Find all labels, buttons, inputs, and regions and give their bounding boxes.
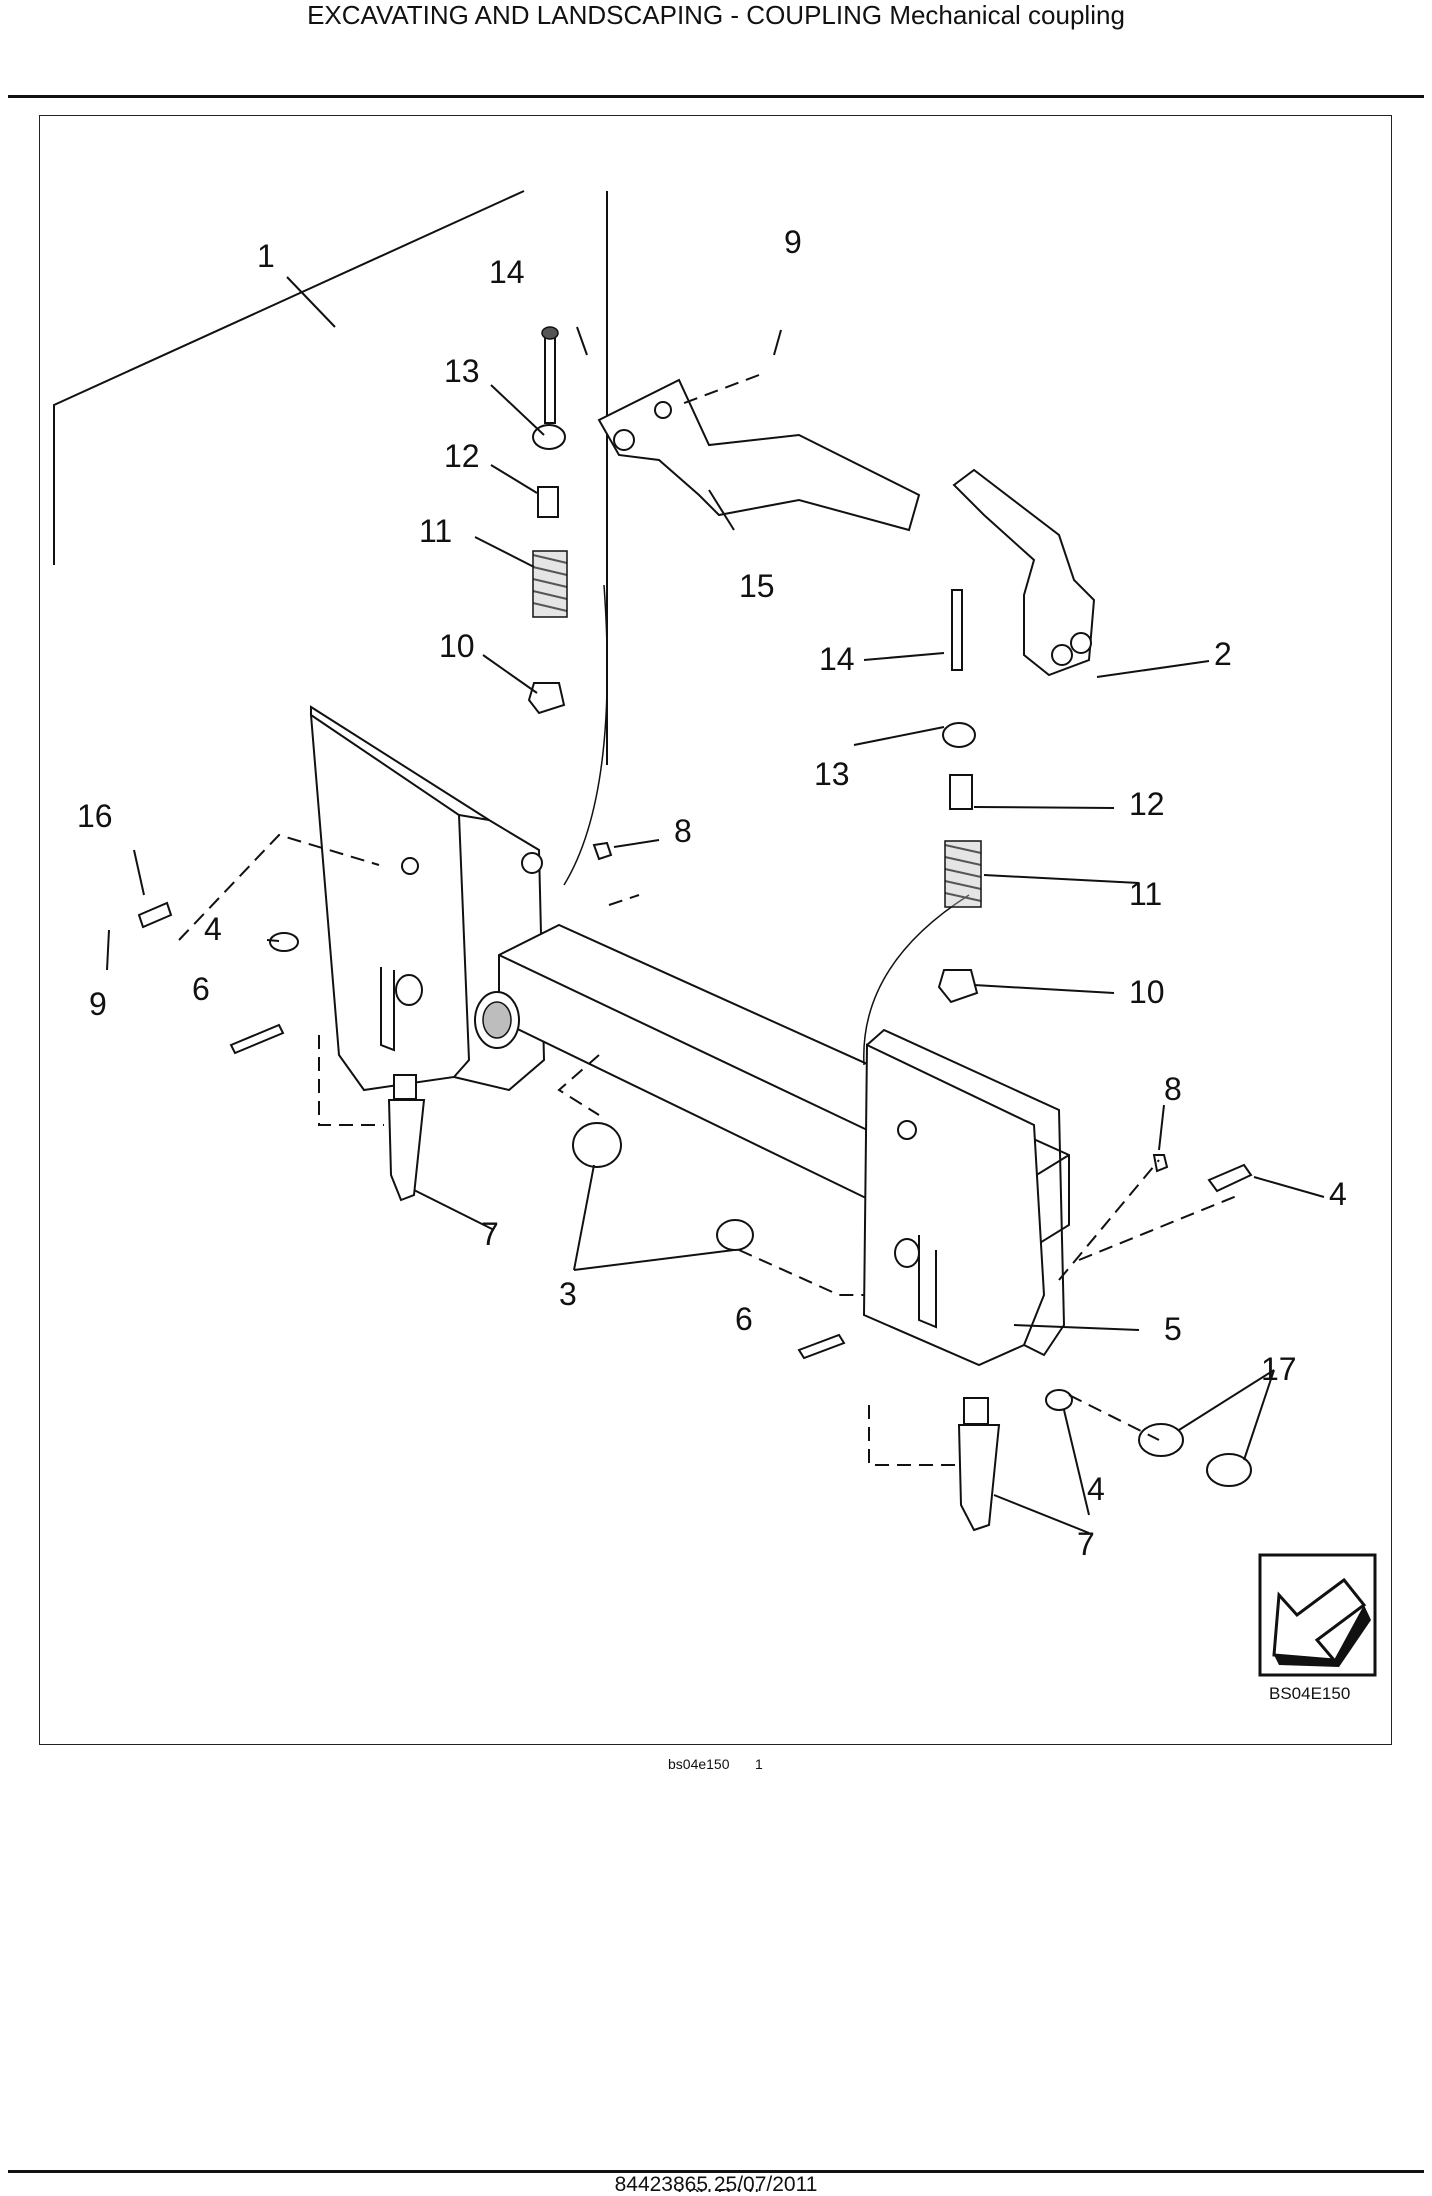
callout-6: 6	[192, 971, 210, 1007]
nut-8-right	[1152, 1154, 1169, 1173]
callout-15: 15	[739, 568, 775, 604]
callout-16: 16	[77, 798, 113, 834]
callout-14: 14	[489, 254, 525, 290]
callout-10: 10	[1129, 974, 1165, 1010]
callout-9: 9	[784, 224, 802, 260]
callout-7: 7	[481, 1216, 499, 1252]
callout-13: 13	[444, 353, 480, 389]
bushing-17-b	[1206, 1453, 1252, 1487]
lever-part-2	[952, 468, 1096, 677]
bushing-13-right	[942, 722, 976, 748]
fitting-4-right	[1207, 1163, 1253, 1193]
callout-8: 8	[674, 813, 692, 849]
latch-7-right	[957, 1424, 1001, 1532]
page-ref: J.80.B / 4	[0, 2189, 1432, 2192]
caption-code: bs04e150	[668, 1756, 730, 1772]
callout-17: 17	[1261, 1351, 1297, 1387]
callout-5: 5	[1164, 1311, 1182, 1347]
latch-7-left	[387, 1099, 426, 1202]
callout-11: 11	[419, 513, 452, 549]
callout-12: 12	[444, 438, 480, 474]
footer-rule	[8, 2170, 1424, 2173]
callout-7: 7	[1077, 1526, 1095, 1562]
callout-14: 14	[819, 641, 855, 677]
sleeve-12-right	[949, 774, 973, 810]
sleeve-12-left	[537, 486, 559, 518]
figure-frame	[39, 115, 1392, 1745]
latch-7-left-head	[393, 1074, 417, 1100]
callout-8: 8	[1164, 1071, 1182, 1107]
pin-14-right	[951, 589, 963, 671]
pin-14-left	[544, 332, 556, 424]
plug-3-b	[716, 1219, 754, 1251]
doc-line: 84423865 25/07/2011	[614, 2173, 818, 2196]
nut-10-left	[527, 682, 566, 715]
callout-4: 4	[1087, 1471, 1105, 1507]
pin-16	[137, 901, 173, 929]
callout-11: 11	[1129, 876, 1162, 912]
figure-code: BS04E150	[1269, 1684, 1350, 1703]
direction-arrow-icon	[1258, 1553, 1377, 1677]
header-rule	[8, 95, 1424, 98]
frame-outline	[53, 190, 525, 445]
exploded-parts-drawing: 1 14 9 13 12 11 15 10 2 14 13 12 16 8 11…	[53, 190, 1377, 1703]
callout-10: 10	[439, 628, 475, 664]
nut-10-right	[937, 969, 979, 1004]
left-side-plate	[309, 713, 471, 1092]
spring-11-left	[532, 550, 568, 618]
callout-4: 4	[204, 911, 222, 947]
page-title: EXCAVATING AND LANDSCAPING - COUPLING Me…	[307, 0, 1125, 30]
callout-3: 3	[559, 1276, 577, 1312]
callout-4: 4	[1329, 1176, 1347, 1212]
caption-number: 1	[755, 1756, 763, 1772]
lever-part-15	[597, 378, 921, 532]
callout-2: 2	[1214, 636, 1232, 672]
bushing-17-a	[1138, 1423, 1184, 1457]
callout-1: 1	[257, 238, 275, 274]
spring-11-right	[944, 840, 982, 908]
callout-6: 6	[735, 1301, 753, 1337]
plug-3-a	[572, 1122, 622, 1168]
fitting-4-left	[269, 932, 299, 952]
nut-8-left	[592, 841, 613, 861]
right-side-plate	[862, 1043, 1046, 1367]
fitting-4-right-low	[1045, 1389, 1073, 1411]
callout-12: 12	[1129, 786, 1165, 822]
pin-6-right	[797, 1333, 846, 1360]
pin-6-left	[229, 1023, 285, 1055]
callout-13: 13	[814, 756, 850, 792]
callout-9: 9	[89, 986, 107, 1022]
latch-7-right-head	[963, 1397, 989, 1425]
